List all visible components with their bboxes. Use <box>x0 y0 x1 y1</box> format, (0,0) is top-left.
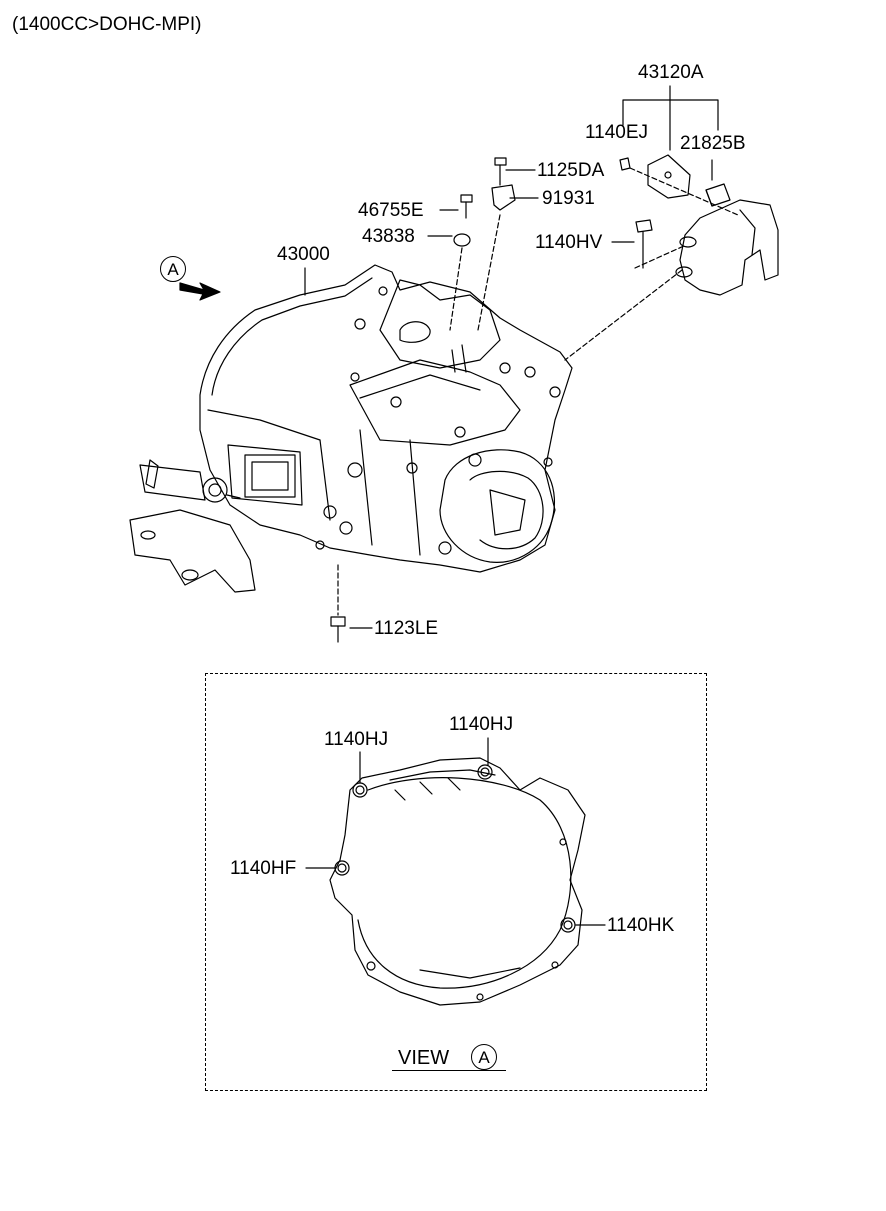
view-title: VIEW <box>398 1047 450 1069</box>
leader-lines <box>179 85 739 629</box>
view-title-underline <box>392 1070 506 1071</box>
view-title-marker: A <box>471 1044 497 1070</box>
transmission-assembly <box>129 264 573 593</box>
view-a-reference-marker: A <box>160 256 186 282</box>
part-label-91931: 91931 <box>542 188 595 209</box>
part-label-43120a: 43120A <box>638 62 704 83</box>
view-a-housing-outline <box>305 737 606 1006</box>
part-label-1140hv: 1140HV <box>535 232 603 253</box>
part-label-1125da: 1125DA <box>537 160 605 181</box>
part-label-1140hj-right: 1140HJ <box>449 714 514 735</box>
part-label-1140hk: 1140HK <box>607 915 675 936</box>
part-label-1140hj-left: 1140HJ <box>324 729 389 750</box>
engine-spec-header: (1400CC>DOHC-MPI) <box>12 14 202 35</box>
part-label-21825b: 21825B <box>680 133 746 154</box>
part-label-43000: 43000 <box>277 244 330 265</box>
view-a-frame <box>205 673 707 1091</box>
part-label-43838: 43838 <box>362 226 415 247</box>
part-label-46755e: 46755E <box>358 200 424 221</box>
fastener-parts <box>330 157 653 643</box>
mount-bracket <box>619 154 779 296</box>
part-label-1140ej: 1140EJ <box>585 122 649 143</box>
part-label-1123le: 1123LE <box>374 618 439 639</box>
part-label-1140hf: 1140HF <box>230 858 297 879</box>
